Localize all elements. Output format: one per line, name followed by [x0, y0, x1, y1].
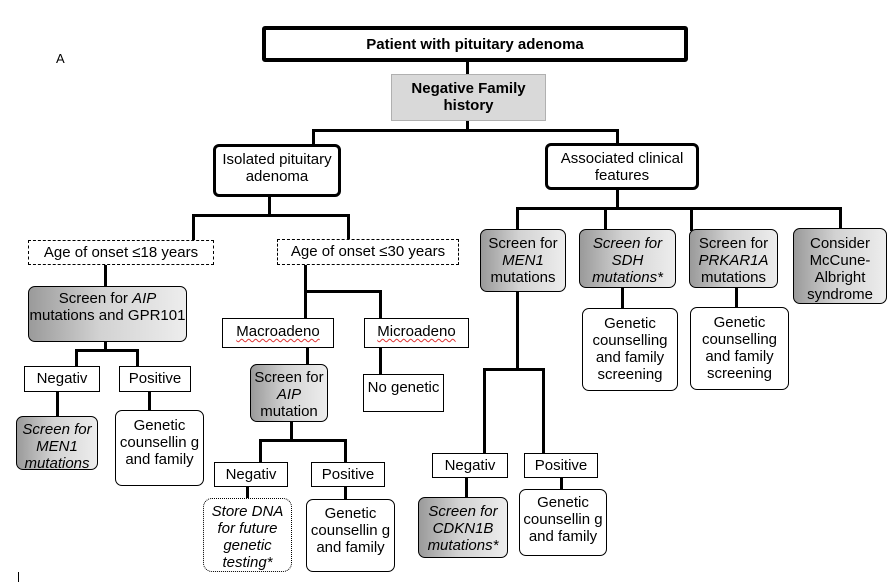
- connector: [542, 368, 545, 453]
- screen-cdkn1b-node: Screen for CDKN1B mutations*: [418, 497, 508, 558]
- screen-prkar1a-pre: Screen for: [698, 235, 769, 252]
- isolated-adenoma-node: Isolated pituitary adenoma: [213, 144, 341, 197]
- screen-prkar1a-post: mutations: [700, 269, 767, 286]
- connector: [616, 129, 619, 146]
- microadenoma-label-cont: ma: [409, 344, 424, 347]
- connector: [136, 349, 139, 366]
- connector: [304, 290, 382, 293]
- connector: [379, 290, 382, 318]
- connector: [290, 422, 293, 442]
- microadenoma-label: Microadeno: [377, 323, 456, 340]
- family-history-node: Negative Family history: [391, 74, 546, 121]
- genetic-counselling-prkar1a-node: Genetic counselling and family screening: [690, 307, 789, 390]
- connector: [616, 190, 619, 210]
- left-negative-node: Negativ: [24, 366, 100, 392]
- left-edge-mark: [18, 572, 19, 582]
- connector: [483, 368, 486, 453]
- connector: [75, 349, 78, 366]
- mccune-albright-node: Consider McCune-Albright syndrome: [793, 228, 887, 304]
- screen-aip-post: mutation: [260, 403, 318, 420]
- connector: [268, 197, 271, 217]
- connector: [466, 60, 469, 74]
- screen-prkar1a-gene: PRKAR1A: [698, 252, 769, 269]
- microadenoma-node: Microadeno ma: [364, 318, 469, 348]
- connector: [75, 349, 139, 352]
- screen-men1-left-node: Screen for MEN1 mutations: [16, 416, 98, 470]
- screen-aip-gpr101-pre: Screen for: [58, 290, 133, 307]
- root-node: Patient with pituitary adenoma: [262, 26, 688, 62]
- mid-negative-node: Negativ: [214, 462, 288, 487]
- connector: [192, 214, 195, 240]
- connector: [735, 288, 738, 308]
- no-genetic-node: No genetic: [363, 374, 444, 412]
- connector: [516, 207, 519, 231]
- screen-men1-post: mutations: [490, 269, 556, 286]
- store-dna-node: Store DNA for future genetic testing*: [203, 498, 292, 572]
- screen-aip-gpr101-post: mutations and GPR101: [29, 307, 186, 324]
- screen-aip-gene: AIP: [276, 386, 302, 403]
- left-positive-node: Positive: [119, 366, 191, 392]
- connector: [379, 348, 382, 374]
- screen-aip-gpr101-node: Screen for AIP mutations and GPR101: [28, 286, 187, 342]
- connector: [690, 207, 693, 231]
- macroadenoma-node: Macroadeno: [222, 318, 334, 348]
- connector: [104, 263, 107, 287]
- connector: [344, 487, 347, 500]
- connector: [192, 214, 350, 217]
- screen-aip-node: Screen for AIP mutation: [250, 364, 328, 422]
- screen-prkar1a-node: Screen for PRKAR1A mutations: [689, 229, 778, 288]
- associated-features-node: Associated clinical features: [545, 143, 699, 190]
- age-30-node: Age of onset ≤30 years: [277, 239, 459, 265]
- age-18-node: Age of onset ≤18 years: [28, 240, 214, 265]
- connector: [304, 290, 307, 318]
- screen-men1-node: Screen for MEN1 mutations: [480, 229, 566, 292]
- connector: [604, 207, 607, 231]
- genetic-counselling-left-node: Genetic counsellin g and family: [115, 410, 204, 486]
- screen-sdh-node: Screen for SDH mutations*: [579, 229, 676, 288]
- screen-aip-gpr101-gene: AIP: [132, 290, 157, 307]
- connector: [259, 439, 262, 462]
- connector: [483, 368, 545, 371]
- connector: [304, 265, 307, 293]
- connector: [344, 439, 347, 462]
- screen-men1-pre: Screen for: [488, 235, 558, 252]
- connector: [259, 439, 347, 442]
- genetic-counselling-mid-node: Genetic counsellin g and family: [306, 499, 395, 572]
- connector: [347, 214, 350, 240]
- connector: [56, 392, 59, 417]
- panel-label: A: [56, 51, 65, 66]
- right-positive-node: Positive: [524, 453, 598, 478]
- right-negative-node: Negativ: [432, 453, 508, 478]
- genetic-counselling-right-node: Genetic counsellin g and family: [519, 489, 607, 556]
- connector: [839, 207, 842, 231]
- connector: [104, 342, 107, 352]
- connector: [516, 207, 842, 210]
- genetic-counselling-sdh-node: Genetic counselling and family screening: [582, 308, 678, 391]
- connector: [312, 129, 315, 146]
- screen-aip-pre: Screen for: [254, 369, 324, 386]
- mid-positive-node: Positive: [311, 462, 385, 487]
- connector: [516, 292, 519, 371]
- macroadenoma-label: Macroadeno: [236, 323, 320, 340]
- connector: [306, 348, 309, 364]
- connector: [621, 288, 624, 308]
- screen-men1-gene: MEN1: [502, 252, 544, 269]
- connector: [312, 129, 619, 132]
- connector: [560, 478, 563, 490]
- connector: [246, 487, 249, 499]
- connector: [466, 120, 469, 132]
- connector: [148, 392, 151, 411]
- connector: [465, 478, 468, 498]
